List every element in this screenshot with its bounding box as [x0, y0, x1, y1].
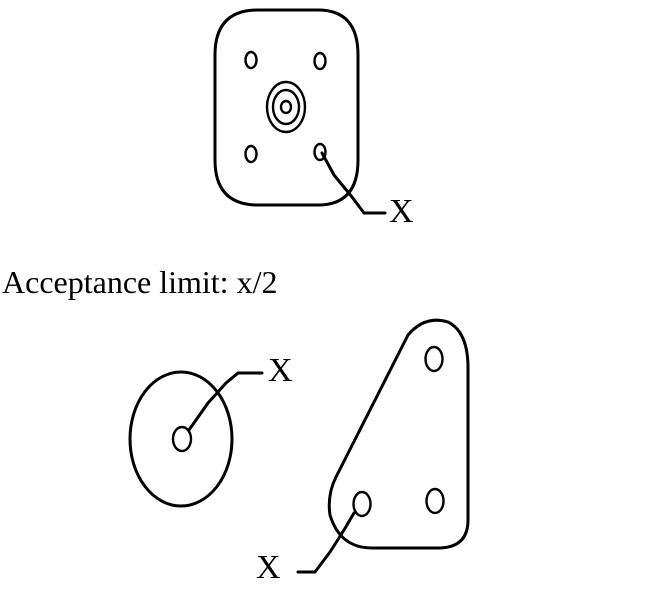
defect-marker-top: X — [389, 193, 414, 230]
center-ring-inner — [271, 88, 301, 126]
square-flange-outline — [213, 8, 360, 207]
leader-line-triangular — [296, 511, 356, 574]
triangular-hole-bottom-left — [352, 490, 372, 518]
leader-line-top — [320, 151, 387, 215]
center-hole — [279, 99, 293, 115]
defect-marker-triangular: X — [256, 549, 281, 586]
triangular-plate-part: X — [256, 318, 470, 586]
hole-top-left — [244, 50, 258, 70]
acceptance-limit-caption: Acceptance limit: x/2 — [2, 264, 277, 300]
hole-bottom-right — [313, 142, 327, 162]
center-ring-outer — [265, 80, 307, 134]
defect-marker-round: X — [268, 352, 293, 389]
leader-line-round — [187, 371, 264, 432]
round-disc-hole — [171, 425, 193, 453]
hole-top-right — [313, 51, 327, 71]
triangular-hole-bottom-right — [425, 487, 445, 515]
round-disc-outline — [128, 370, 234, 508]
round-disc-part: X — [128, 352, 293, 508]
hole-bottom-left — [244, 144, 258, 164]
triangular-plate-outline — [327, 318, 470, 550]
triangular-hole-top — [424, 345, 444, 373]
square-flange-part: X — [213, 8, 414, 230]
